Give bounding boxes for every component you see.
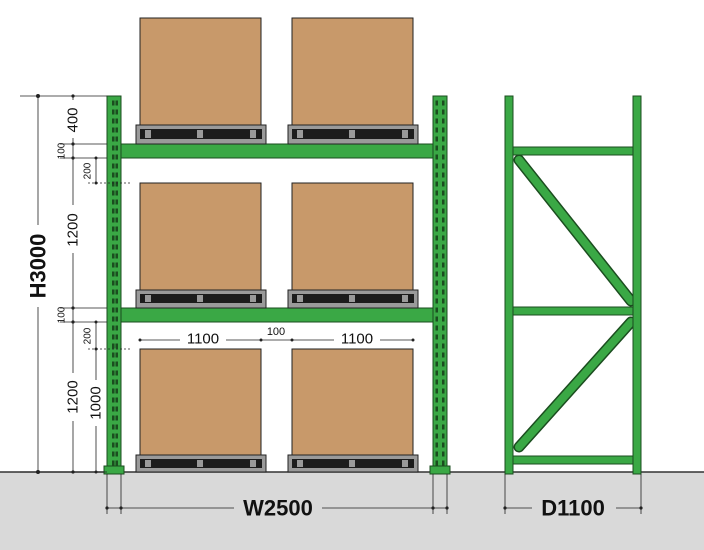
pallet-load-bottom-left — [135, 348, 267, 473]
gap-1-label: 200 — [83, 162, 94, 179]
level-2-height-label: 1200 — [65, 213, 82, 246]
beam-1-label: 100 — [57, 142, 68, 159]
side-frame — [504, 95, 642, 475]
pallet-load-bottom-right — [287, 348, 419, 473]
pallet-width-right-label: 1100 — [341, 331, 373, 348]
width-total-label: W2500 — [243, 496, 313, 521]
left-upright-base — [103, 465, 125, 475]
middle-beam — [120, 307, 434, 323]
gap-2-label: 200 — [83, 327, 94, 344]
depth-total-label: D1100 — [541, 496, 605, 521]
pallet-gap-label: 100 — [267, 326, 285, 338]
beam-2-label: 100 — [57, 306, 68, 323]
right-upright-base — [429, 465, 451, 475]
upper-beam — [120, 143, 434, 159]
load-height-label: 1000 — [88, 386, 105, 419]
pallet-load-middle-right — [287, 182, 419, 309]
pallet-width-left-label: 1100 — [187, 331, 219, 348]
pallet-load-middle-left — [135, 182, 267, 309]
pallet-load-top-right — [287, 17, 419, 145]
top-clearance-label: 400 — [65, 107, 82, 132]
left-upright-slots — [109, 98, 119, 466]
height-total-label: H3000 — [26, 234, 51, 299]
level-1-height-label: 1200 — [65, 380, 82, 413]
right-upright-slots — [435, 98, 445, 466]
pallet-load-top-left — [135, 17, 267, 145]
